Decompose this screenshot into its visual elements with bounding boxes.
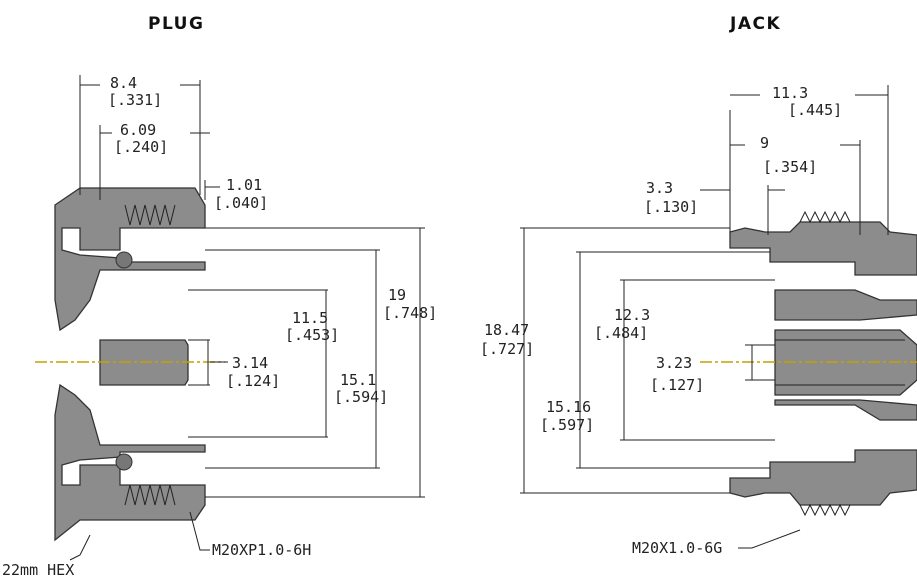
plug-dim-6.09-in: [.240] <box>114 138 168 156</box>
jack-fingers-upper <box>774 289 917 321</box>
plug-dim-8.4-in: [.331] <box>108 91 162 109</box>
plug-dim-1.01: 1.01 <box>226 176 262 194</box>
plug-dim-3.14: 3.14 <box>232 354 268 372</box>
plug-body-lower <box>54 383 206 542</box>
jack-dim-3.3: 3.3 <box>646 179 673 197</box>
jack-body-lower <box>729 449 917 506</box>
jack-dim-3.23-in: [.127] <box>650 376 704 394</box>
jack-drawing: 11.3 [.445] 9 [.354] 3.3 [.130] 18.47 [.… <box>480 84 917 557</box>
plug-dim-15.1: 15.1 <box>340 371 376 389</box>
jack-dim-3.23: 3.23 <box>656 354 692 372</box>
jack-dim-18.47: 18.47 <box>484 321 529 339</box>
plug-dim-19-in: [.748] <box>383 304 437 322</box>
plug-thread-label: M20XP1.0-6H <box>212 541 311 559</box>
plug-dim-6.09: 6.09 <box>120 121 156 139</box>
jack-dim-15.16: 15.16 <box>546 398 591 416</box>
plug-dim-11.5: 11.5 <box>292 309 328 327</box>
jack-center-contact <box>774 329 917 396</box>
plug-drawing: 8.4 [.331] 6.09 [.240] 1.01 [.040] 11.5 … <box>2 74 437 579</box>
jack-dim-11.3: 11.3 <box>772 84 808 102</box>
jack-body-upper <box>729 221 917 276</box>
plug-dim-19: 19 <box>388 286 406 304</box>
plug-oring-bottom <box>115 453 133 471</box>
jack-heading: JACK <box>730 14 782 34</box>
jack-dim-12.3-in: [.484] <box>594 324 648 342</box>
plug-hex-label: 22mm HEX <box>2 561 74 579</box>
plug-dim-3.14-in: [.124] <box>226 372 280 390</box>
plug-dim-11.5-in: [.453] <box>285 326 339 344</box>
plug-oring-top <box>115 251 133 269</box>
jack-dim-3.3-in: [.130] <box>644 198 698 216</box>
jack-dim-12.3: 12.3 <box>614 306 650 324</box>
plug-body-upper <box>54 187 206 332</box>
plug-dim-8.4: 8.4 <box>110 74 137 92</box>
plug-dim-15.1-in: [.594] <box>334 388 388 406</box>
jack-dim-9: 9 <box>760 134 769 152</box>
jack-dim-11.3-in: [.445] <box>788 101 842 119</box>
jack-dim-15.16-in: [.597] <box>540 416 594 434</box>
jack-dim-9-in: [.354] <box>763 158 817 176</box>
jack-thread-label: M20X1.0-6G <box>632 539 722 557</box>
plug-dim-1.01-in: [.040] <box>214 194 268 212</box>
jack-dim-18.47-in: [.727] <box>480 340 534 358</box>
plug-heading: PLUG <box>148 14 205 34</box>
jack-fingers-lower <box>774 399 917 421</box>
